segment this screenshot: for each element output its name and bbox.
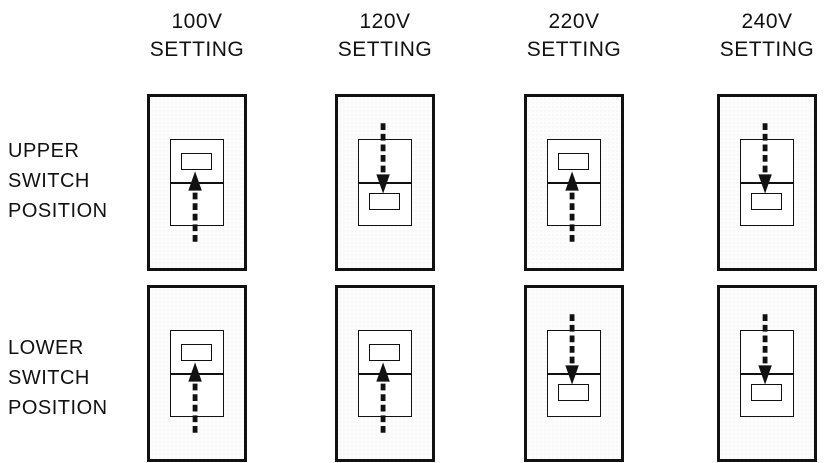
- switch-rocker: [369, 193, 400, 210]
- row-header-lower: LOWER SWITCH POSITION: [8, 333, 148, 423]
- voltage-switch: [740, 314, 794, 417]
- column-header-100v: 100V SETTING: [132, 8, 262, 64]
- row-label-line: LOWER: [8, 337, 84, 359]
- switch-plate-upper-240v: [717, 94, 817, 271]
- voltage-switch: [358, 123, 412, 226]
- row-label-line: POSITION: [8, 397, 108, 419]
- arrow-down-icon: [565, 314, 579, 385]
- switch-rocker: [558, 153, 589, 170]
- arrow-head: [758, 365, 772, 385]
- arrow-head: [188, 171, 202, 191]
- switch-plate-lower-220v: [524, 285, 624, 462]
- column-label: SETTING: [149, 38, 245, 61]
- arrow-down-icon: [758, 123, 772, 194]
- switch-plate-upper-100v: [147, 94, 247, 271]
- column-header-120v: 120V SETTING: [320, 8, 450, 64]
- arrow-up-icon: [188, 362, 202, 433]
- switch-plate-upper-120v: [335, 94, 435, 271]
- column-label: SETTING: [337, 38, 433, 61]
- column-header-240v: 240V SETTING: [702, 8, 825, 64]
- switch-plate-lower-120v: [335, 285, 435, 462]
- voltage-switch: [547, 314, 601, 417]
- arrow-down-icon: [758, 314, 772, 385]
- column-label: SETTING: [719, 38, 815, 61]
- row-header-upper: UPPER SWITCH POSITION: [8, 136, 148, 226]
- switch-rocker: [181, 153, 212, 170]
- switch-rocker: [751, 193, 782, 210]
- arrow-head: [188, 362, 202, 382]
- arrow-head: [565, 365, 579, 385]
- arrow-head: [376, 174, 390, 194]
- switch-plate-lower-240v: [717, 285, 817, 462]
- voltage-switch: [547, 139, 601, 242]
- column-voltage: 120V: [359, 10, 411, 33]
- voltage-switch: [740, 123, 794, 226]
- arrow-up-icon: [376, 362, 390, 433]
- switch-rocker: [751, 384, 782, 401]
- arrow-head: [376, 362, 390, 382]
- row-label-line: SWITCH: [8, 170, 90, 192]
- column-header-220v: 220V SETTING: [509, 8, 639, 64]
- arrow-down-icon: [376, 123, 390, 194]
- arrow-head: [758, 174, 772, 194]
- arrow-head: [565, 171, 579, 191]
- arrow-up-icon: [188, 171, 202, 242]
- switch-rocker: [181, 344, 212, 361]
- switch-plate-upper-220v: [524, 94, 624, 271]
- row-label-line: SWITCH: [8, 367, 90, 389]
- voltage-switch: [170, 139, 224, 242]
- row-label-line: UPPER: [8, 140, 80, 162]
- switch-rocker: [369, 344, 400, 361]
- voltage-switch: [358, 330, 412, 433]
- column-voltage: 220V: [548, 10, 600, 33]
- column-voltage: 100V: [171, 10, 223, 33]
- column-label: SETTING: [526, 38, 622, 61]
- column-voltage: 240V: [741, 10, 793, 33]
- voltage-switch: [170, 330, 224, 433]
- switch-rocker: [558, 384, 589, 401]
- row-label-line: POSITION: [8, 200, 108, 222]
- switch-plate-lower-100v: [147, 285, 247, 462]
- arrow-up-icon: [565, 171, 579, 242]
